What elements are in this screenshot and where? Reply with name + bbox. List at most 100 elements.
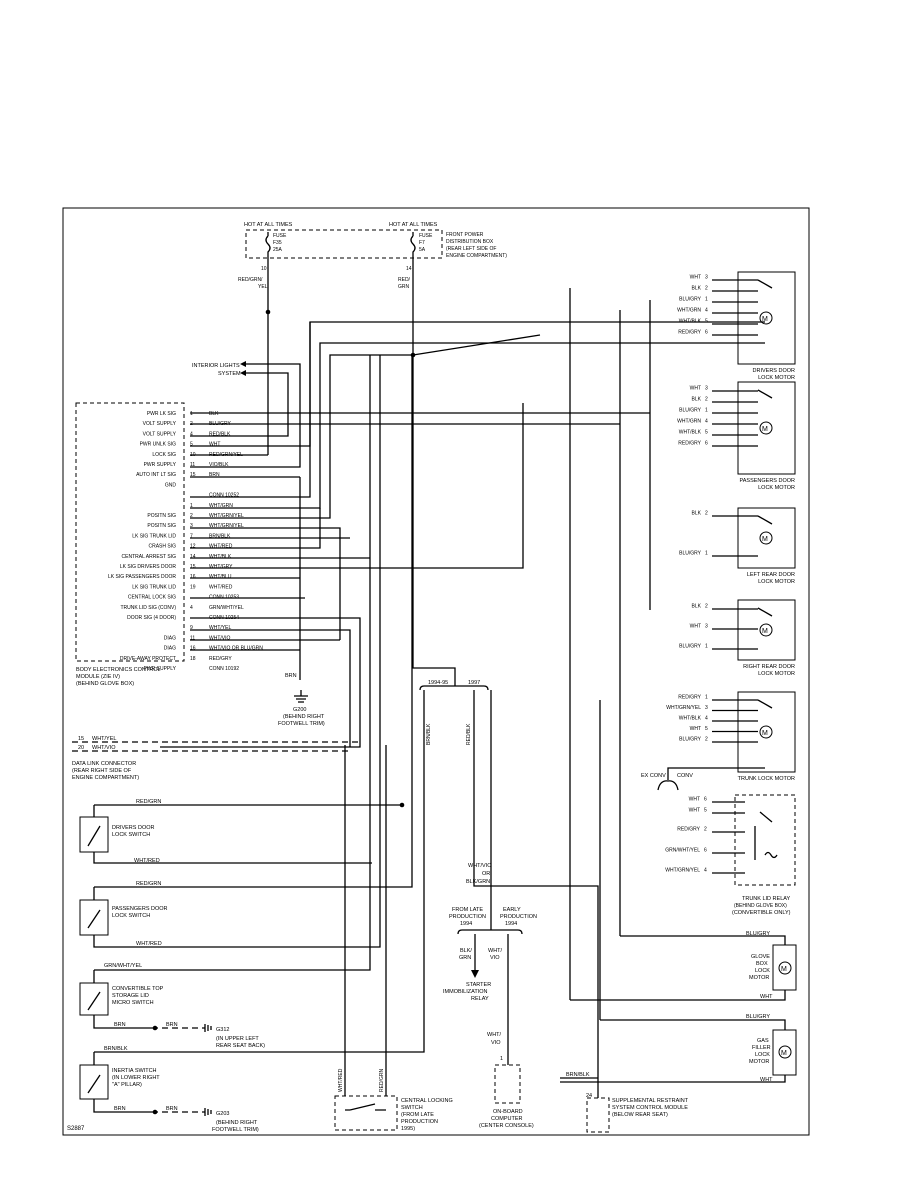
relay-pin-wire: WHT <box>689 797 700 803</box>
becm-wire: WHT/BLK <box>209 554 232 560</box>
motor-pin-wire: WHT/BLK <box>679 319 702 325</box>
becm-sig: TRUNK LID SIG (CONV) <box>120 605 176 611</box>
motor-pin-num: 2 <box>705 511 708 517</box>
becm-wire: RED/GRN/YEL <box>209 452 243 458</box>
motor-pin-num: 4 <box>705 308 708 314</box>
motor-pin-wire: BLK <box>692 397 702 403</box>
cls-label-2: SWITCH <box>401 1105 423 1111</box>
rrear-motor-m: M <box>762 628 768 635</box>
g203-name: G203 <box>216 1111 229 1117</box>
central-locking-switch <box>334 1095 398 1131</box>
becm-wire: WHT/GRY <box>209 564 233 570</box>
becm-sig: CRASH SIG <box>148 544 176 550</box>
fuse-right-symbol <box>410 232 416 262</box>
gas-w1: BLU/GRY <box>746 1014 770 1020</box>
pas-sw-label-1: PASSENGERS DOOR <box>112 906 168 912</box>
cls-label-3: (FROM LATE <box>401 1112 434 1118</box>
g312-loc-2: REAR SEAT BACK) <box>216 1043 265 1049</box>
becm-sig: VOLT SUPPLY <box>143 421 177 427</box>
becm-sig: POSITN SIG <box>147 513 176 519</box>
becm-wire: CONN 10252 <box>209 493 239 499</box>
ex-conv: EX CONV <box>641 773 666 779</box>
pas-sw-wire-bot: WHT/RED <box>136 941 162 947</box>
conv-micro-switch <box>79 982 109 1016</box>
fuse-left-wire1: RED/GRN/ <box>238 277 263 283</box>
driver-motor-box <box>737 271 796 365</box>
trunk-relay-label-3: (CONVERTIBLE ONLY) <box>732 910 791 916</box>
diagram-frame <box>62 207 810 1136</box>
conv-sw-wire-top: GRN/WHT/YEL <box>104 963 142 969</box>
dlc-wire-20: WHT/VIO <box>92 745 116 751</box>
fuse-left-amp: 25A <box>273 247 283 253</box>
g312-wire: BRN <box>166 1022 178 1028</box>
fuse-left-id: F35 <box>273 240 282 246</box>
inertia-label-2: (IN LOWER RIGHT <box>112 1075 160 1081</box>
fuse-left-fuse: FUSE <box>273 233 287 239</box>
srs-pin: 24 <box>586 1093 592 1099</box>
becm-sig: CENTRAL ARREST SIG <box>122 554 177 560</box>
becm-sig: PWR SUPPLY <box>144 462 177 468</box>
fuse-right-amp: 5A <box>419 247 426 253</box>
pass-motor-label: LOCK MOTOR <box>758 485 795 491</box>
conv: CONV <box>677 773 693 779</box>
becm-label-2: MODULE (ZIE IV) <box>76 674 120 680</box>
becm-wire: RED/GRY <box>209 656 232 662</box>
motor-pin-num: 2 <box>705 397 708 403</box>
pass-motor-symbol <box>759 421 773 435</box>
becm-wire: CONN 10192 <box>209 666 239 672</box>
motor-pin-wire: RED/GRY <box>678 441 701 447</box>
vw-whtvio-2: OR <box>482 871 490 877</box>
trunk-relay-label-1: TRUNK LID RELAY <box>742 896 791 902</box>
trunk-relay-label-2: (BEHIND GLOVE BOX) <box>734 903 787 909</box>
becm-wire: GRN/WHT/YEL <box>209 605 244 611</box>
motor-pin-num: 3 <box>705 705 708 711</box>
dlc-label-3: ENGINE COMPARTMENT) <box>72 775 139 781</box>
lrear-motor-symbol <box>759 531 773 545</box>
becm-pin: 16 <box>190 646 196 652</box>
becm-wire: BRN/BLK <box>209 533 231 539</box>
obc-box <box>494 1064 521 1104</box>
motor-pin-num: 3 <box>705 275 708 281</box>
g203-wire: BRN <box>166 1106 178 1112</box>
becm-pin: 4 <box>190 605 193 611</box>
cls-label-4: PRODUCTION <box>401 1119 438 1125</box>
becm-wire: WHT/VIO <box>209 635 230 641</box>
becm-wire: WHT/RED <box>209 584 233 590</box>
conv-sw-label-3: MICRO SWITCH <box>112 1000 154 1006</box>
gas-motor-m: M <box>781 1050 787 1057</box>
obc-pin: 1 <box>500 1056 503 1062</box>
becm-wire: WHT <box>209 442 220 448</box>
relay-pin-wire: RED/GRY <box>677 827 700 833</box>
fuse-right-fuse: FUSE <box>419 233 433 239</box>
year-b: 1997 <box>468 680 480 686</box>
obc-label-3: (CENTER CONSOLE) <box>479 1123 534 1129</box>
becm-pin: 5 <box>190 442 193 448</box>
becm-pin: 3 <box>190 523 193 529</box>
lrear-motor-label: LEFT REAR DOOR <box>747 572 795 578</box>
immob-label-3: RELAY <box>471 996 489 1002</box>
glove-w2: WHT <box>760 994 773 1000</box>
becm-pin: 9 <box>190 625 193 631</box>
obc-wire-1: WHT/ <box>487 1032 502 1038</box>
motor-pin-num: 1 <box>705 408 708 414</box>
trunk-relay-box <box>734 794 796 886</box>
diagram-id: S2887 <box>67 1126 85 1132</box>
becm-wire: BLK <box>209 411 219 417</box>
motor-pin-num: 5 <box>705 319 708 325</box>
motor-pin-wire: BLK <box>692 286 702 292</box>
becm-sig: PWR SUPPLY <box>144 666 177 672</box>
fuse-left-hot: HOT AT ALL TIMES <box>244 222 293 228</box>
becm-pin: 15 <box>190 472 196 478</box>
becm-wire: WHT/GRN/YEL <box>209 523 244 529</box>
cls-label-1: CENTRAL LOCKING <box>401 1098 453 1104</box>
motor-pin-wire: WHT/BLK <box>679 430 702 436</box>
motor-pin-wire: WHT <box>690 726 701 732</box>
g312-loc-1: (IN UPPER LEFT <box>216 1036 259 1042</box>
relay-pin-num: 6 <box>704 797 707 803</box>
dlc-wire-15: WHT/YEL <box>92 736 116 742</box>
immob-early-1: EARLY <box>503 907 521 913</box>
inertia-switch <box>79 1064 109 1100</box>
pass-switch-contact <box>757 389 773 399</box>
driver-switch-contact <box>757 279 773 289</box>
